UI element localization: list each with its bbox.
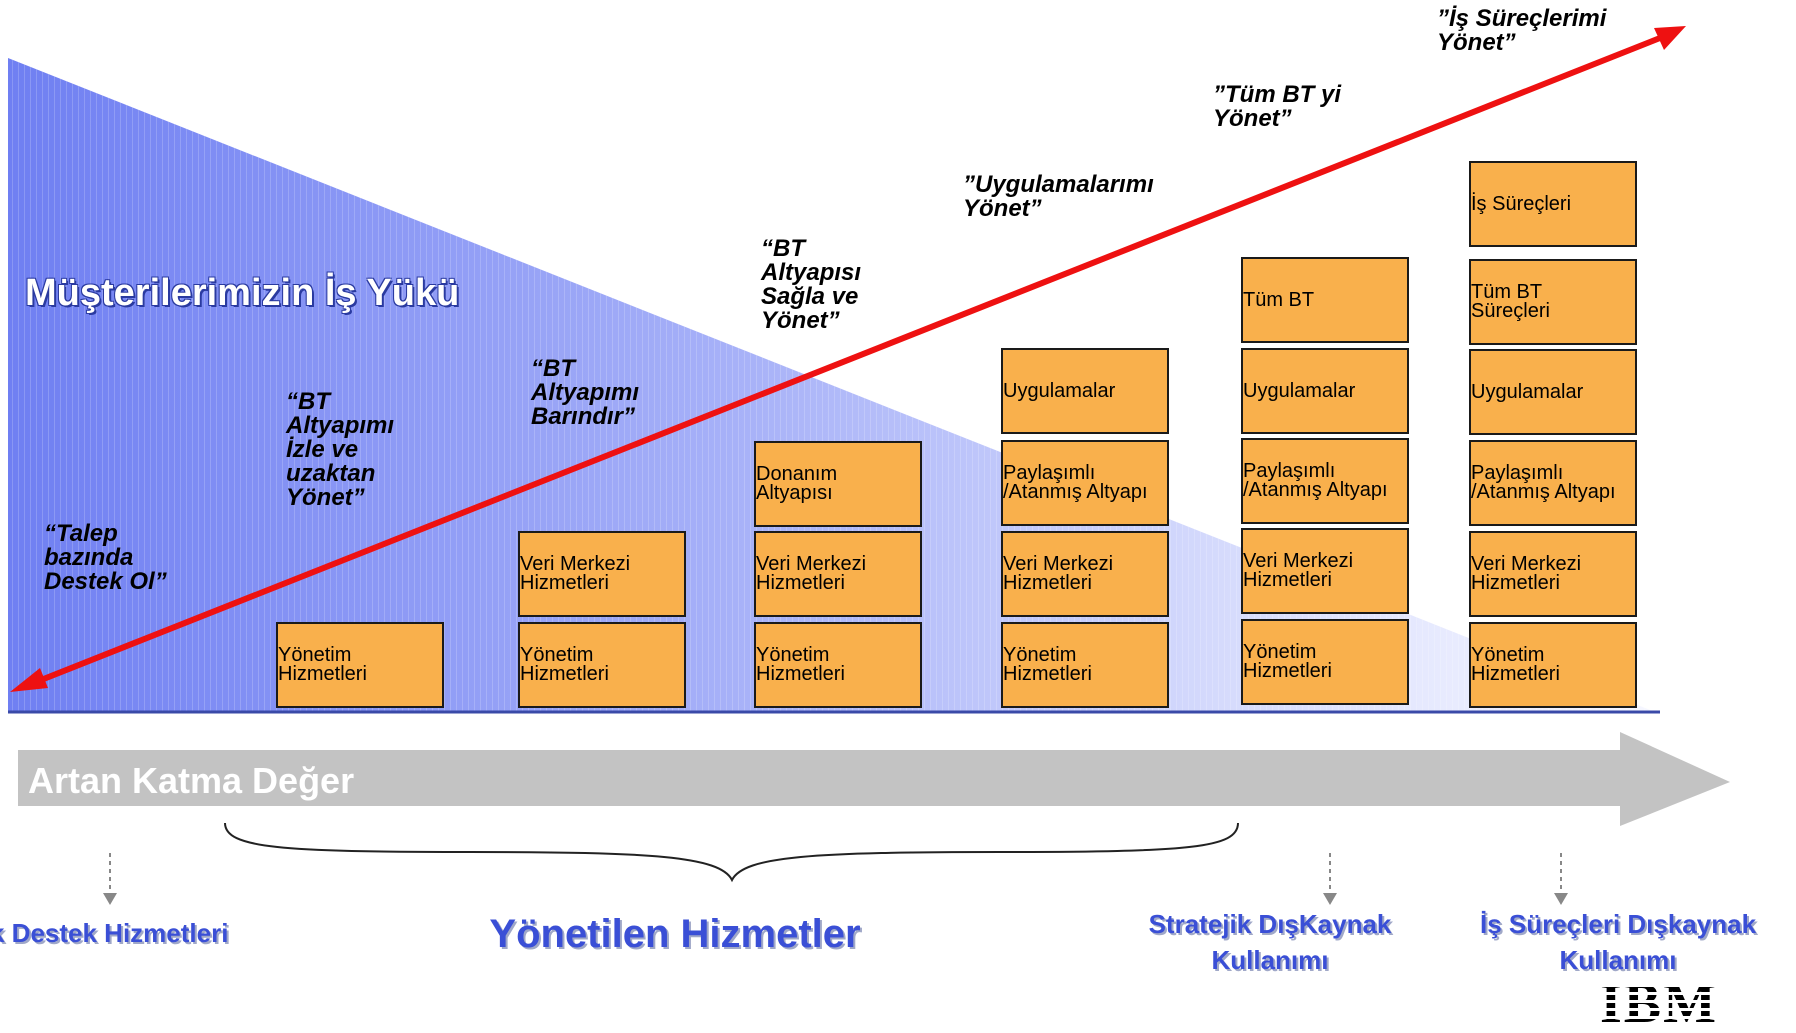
box-management: Yönetim Hizmetleri [276,622,444,708]
managed-brace [224,822,1239,883]
label-managed-services: Yönetilen Hizmetler [489,912,861,956]
box-datacenter: Veri Merkezi Hizmetleri [518,531,686,617]
box-management: Yönetim Hizmetleri [1001,622,1169,708]
quote-support: “Talep bazında Destek Ol” [44,520,167,595]
quote-host: “BT Altyapımı Barındır” [531,355,640,430]
quote-processes: ”İş Süreçlerimi Yönet” [1437,5,1607,56]
box-applications: Uygulamalar [1001,348,1169,434]
box-hardware: Donanım Altyapısı [754,441,922,527]
box-shared-infra: Paylaşımlı /Atanmış Altyapı [1469,440,1637,526]
value-arrow [18,732,1730,826]
quote-monitor: “BT Altyapımı İzle ve uzaktan Yönet” [286,388,395,511]
ibm-logo: IBM [1600,978,1750,1030]
label-strategic-outsourcing: Stratejik DışKaynak Kullanımı [1148,909,1392,975]
box-datacenter: Veri Merkezi Hizmetleri [1001,531,1169,617]
box-applications: Uygulamalar [1469,349,1637,435]
box-datacenter: Veri Merkezi Hizmetleri [1241,528,1409,614]
box-all-it: Tüm BT [1241,257,1409,343]
box-datacenter: Veri Merkezi Hizmetleri [754,531,922,617]
box-management: Yönetim Hizmetleri [754,622,922,708]
box-shared-infra: Paylaşımlı /Atanmış Altyapı [1241,438,1409,524]
box-business-processes: İş Süreçleri [1469,161,1637,247]
box-applications: Uygulamalar [1241,348,1409,434]
box-shared-infra: Paylaşımlı /Atanmış Altyapı [1001,440,1169,526]
box-all-it-processes: Tüm BT Süreçleri [1469,259,1637,345]
box-management: Yönetim Hizmetleri [1469,622,1637,708]
dashed-arrow-strategic [1323,853,1337,905]
dashed-arrow-support [103,853,117,905]
workload-title: Müşterilerimizin İş Yükü [25,272,460,314]
label-business-process-outsourcing: İş Süreçleri Dışkaynak Kullanımı [1479,909,1757,975]
label-support-services: k Destek Hizmetleri [0,918,229,948]
box-management: Yönetim Hizmetleri [1241,619,1409,705]
box-datacenter: Veri Merkezi Hizmetleri [1469,531,1637,617]
box-management: Yönetim Hizmetleri [518,622,686,708]
quote-provide: “BT Altyapısı Sağla ve Yönet” [761,235,862,334]
dashed-arrow-business [1554,853,1568,905]
quote-applications: ”Uygulamalarımı Yönet” [963,171,1154,222]
value-axis-label: Artan Katma Değer [28,760,355,801]
quote-all-it: ”Tüm BT yi Yönet” [1213,81,1342,132]
